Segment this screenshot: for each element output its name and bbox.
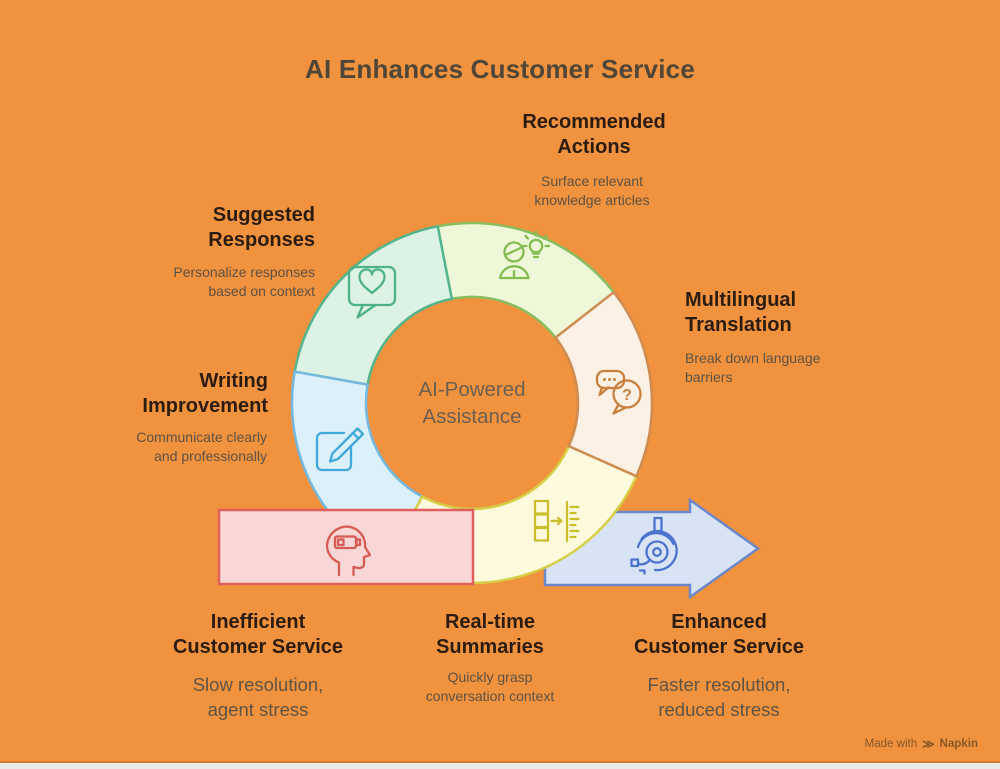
- made-with-label: Made with: [864, 738, 918, 750]
- person-lightbulb-icon: [498, 230, 551, 280]
- bottom-edge-strip: [0, 761, 1000, 769]
- desc-suggested-responses: Personalize responses based on context: [173, 264, 315, 299]
- desc-enhanced-customer-service: Faster resolution, reduced stress: [647, 674, 791, 720]
- chat-bubbles-question-icon: ?: [595, 369, 642, 415]
- heart-speech-bubble-icon: [347, 265, 397, 319]
- desc-inefficient-customer-service: Slow resolution, agent stress: [192, 674, 324, 720]
- segment-multilingual-translation: [553, 290, 654, 478]
- heading-inefficient-customer-service: Inefficient Customer Service: [172, 611, 344, 658]
- heading-multilingual-translation: Multilingual Translation: [685, 289, 797, 336]
- heading-real-time-summaries: Real-time Summaries: [436, 611, 544, 658]
- heading-writing-improvement: Writing Improvement: [142, 370, 268, 417]
- svg-text:?: ?: [622, 387, 632, 404]
- napkin-logo-icon: ≫: [922, 737, 935, 751]
- page-title: AI Enhances Customer Service: [305, 54, 695, 84]
- heading-recommended-actions: Recommended Actions: [522, 111, 666, 158]
- headset-agent-icon: [630, 516, 678, 575]
- napkin-brand: Napkin: [939, 738, 978, 750]
- pencil-square-icon: [315, 427, 365, 472]
- center-label: AI-Powered Assistance: [418, 378, 526, 428]
- attribution: Made with ≫ Napkin: [865, 737, 978, 751]
- desc-writing-improvement: Communicate clearly and professionally: [136, 429, 267, 464]
- head-low-battery-icon: [325, 525, 372, 577]
- heading-enhanced-customer-service: Enhanced Customer Service: [633, 611, 805, 658]
- desc-recommended-actions: Surface relevant knowledge articles: [534, 173, 650, 208]
- boxes-to-list-icon: [533, 499, 580, 543]
- heading-suggested-responses: Suggested Responses: [208, 204, 315, 251]
- desc-multilingual-translation: Break down language barriers: [685, 350, 821, 385]
- desc-real-time-summaries: Quickly grasp conversation context: [425, 669, 555, 704]
